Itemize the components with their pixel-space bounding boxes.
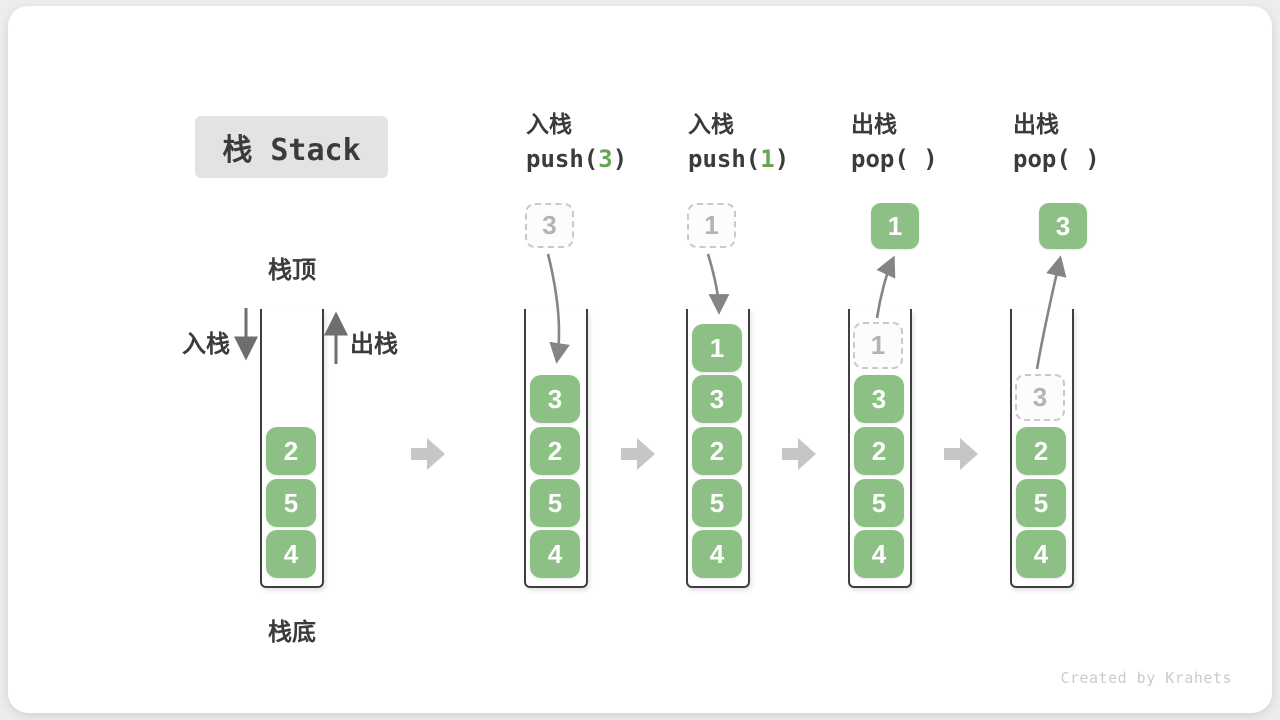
stack-bottom-label: 栈底 — [268, 619, 316, 646]
stack-after-push-3: 3 2 5 4 — [524, 309, 588, 588]
stack-item: 4 — [692, 530, 742, 578]
stack-item: 3 — [530, 375, 580, 423]
op-arg — [1071, 145, 1085, 173]
stack-item: 2 — [1016, 427, 1066, 475]
stack-item: 5 — [1016, 479, 1066, 527]
step-arrow-icon — [621, 438, 655, 470]
op-arg — [909, 145, 923, 173]
op-caption-push-1: 入栈 push(1) — [688, 110, 789, 174]
op-code: pop( ) — [851, 145, 938, 173]
stack-item: 4 — [854, 530, 904, 578]
stack-item: 2 — [854, 427, 904, 475]
ghost-item-removed: 1 — [853, 322, 903, 369]
op-caption-push-3: 入栈 push(3) — [526, 110, 627, 174]
stack-top-label: 栈顶 — [268, 257, 316, 284]
stack-item: 5 — [530, 479, 580, 527]
stack-item: 4 — [530, 530, 580, 578]
op-name: 出栈 — [851, 111, 897, 137]
stack-after-push-1: 1 3 2 5 4 — [686, 309, 750, 588]
stack-after-pop-1: 1 3 2 5 4 — [848, 309, 912, 588]
step-arrow-icon — [782, 438, 816, 470]
ghost-item-incoming: 1 — [687, 203, 736, 248]
op-name: 出栈 — [1013, 111, 1059, 137]
op-code: push(3) — [526, 145, 628, 173]
stack-item: 2 — [692, 427, 742, 475]
stack-item: 5 — [854, 479, 904, 527]
title-chip: 栈 Stack — [195, 116, 388, 178]
stack-item: 5 — [692, 479, 742, 527]
stack-item: 5 — [266, 479, 316, 527]
stack-item: 4 — [1016, 530, 1066, 578]
popped-item: 3 — [1039, 203, 1087, 249]
op-arg: 1 — [760, 145, 775, 173]
stack-item: 2 — [530, 427, 580, 475]
step-arrow-icon — [411, 438, 445, 470]
stack-item: 4 — [266, 530, 316, 578]
title-text: 栈 Stack — [222, 133, 361, 168]
stack-item: 3 — [692, 375, 742, 423]
pop-side-label: 出栈 — [350, 331, 398, 358]
stack-initial: 2 5 4 — [260, 309, 324, 588]
diagram-card: 栈 Stack 栈顶 栈底 入栈 出栈 入栈 push(3) 入栈 push(1… — [8, 6, 1272, 713]
op-caption-pop-2: 出栈 pop( ) — [1013, 110, 1100, 174]
stack-item: 1 — [692, 324, 742, 372]
ghost-item-removed: 3 — [1015, 374, 1065, 421]
ghost-item-incoming: 3 — [525, 203, 574, 248]
op-name: 入栈 — [688, 111, 734, 137]
stack-item: 3 — [854, 375, 904, 423]
step-arrow-icon — [944, 438, 978, 470]
push-side-label: 入栈 — [182, 331, 230, 358]
stack-after-pop-3: 3 2 5 4 — [1010, 309, 1074, 588]
op-name: 入栈 — [526, 111, 572, 137]
credit-text: Created by Krahets — [1060, 669, 1232, 687]
op-arg: 3 — [598, 145, 613, 173]
push-arrow-icon — [706, 253, 730, 315]
op-code: pop( ) — [1013, 145, 1100, 173]
op-caption-pop-1: 出栈 pop( ) — [851, 110, 938, 174]
stack-item: 2 — [266, 427, 316, 475]
popped-item: 1 — [871, 203, 919, 249]
op-code: push(1) — [688, 145, 790, 173]
